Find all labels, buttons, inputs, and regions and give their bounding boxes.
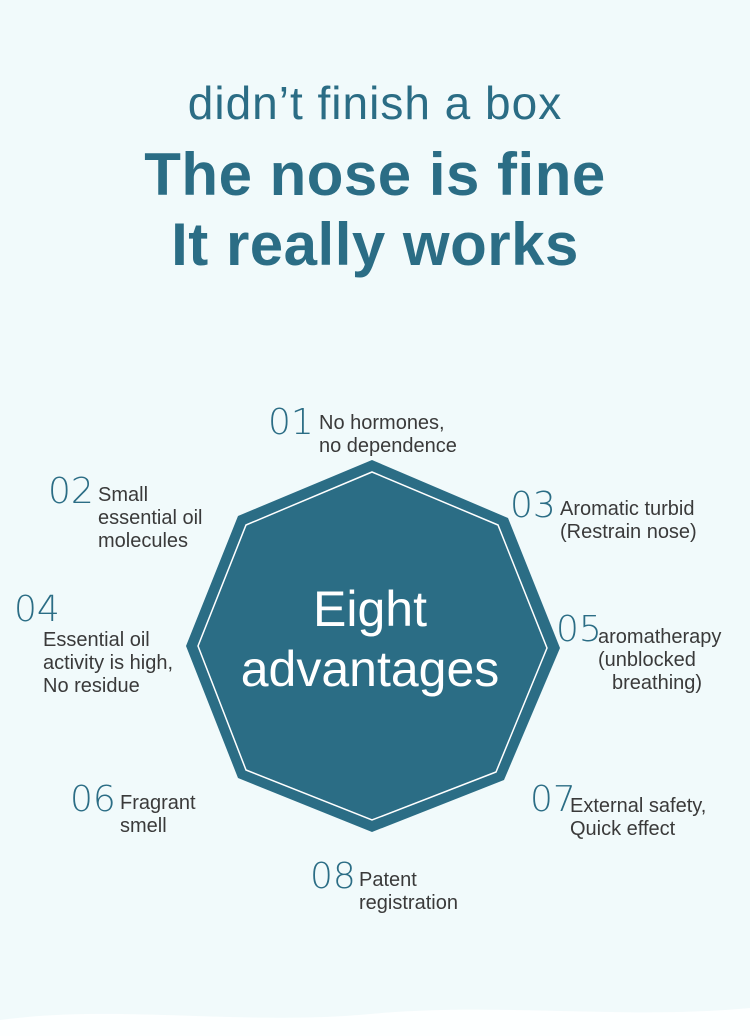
advantage-text-line2: no dependence [319,435,457,457]
advantage-text-line3: No residue [43,675,140,697]
headline-subtitle: didn’t finish a box [187,77,563,129]
advantage-text-line1: Patent [359,869,417,891]
advantage-text-line2: Quick effect [570,818,676,840]
bottom-wave-decoration [0,1008,750,1036]
advantage-text-line3: molecules [98,530,189,552]
advantage-text-line2: smell [120,815,167,837]
center-title-line2: advantages [240,641,500,697]
advantage-text-line3: breathing) [612,672,703,694]
advantage-text-line2: registration [359,892,458,914]
advantage-text-line1: Fragrant [120,792,196,814]
advantage-number: 07 [530,779,576,820]
advantage-text-line2: activity is high, [43,652,174,674]
advantage-number: 04 [14,589,60,630]
advantage-text-line2: (unblocked [598,649,696,671]
advantage-text-line2: (Restrain nose) [560,521,697,543]
advantage-text-line2: essential oil [98,507,203,529]
advantage-number: 05 [556,609,602,650]
advantage-number: 02 [48,471,94,512]
headline-title-line1: The nose is fine [144,141,606,208]
advantage-text-line1: Essential oil [43,629,150,651]
advantage-text-line1: aromatherapy [598,626,722,648]
advantage-text-line1: Small [98,484,149,506]
advantage-text-line1: No hormones, [319,412,445,434]
octagon-outer [186,460,560,832]
advantage-number: 08 [310,856,356,897]
advantage-text-line1: External safety, [570,795,707,817]
advantage-text-line1: Aromatic turbid [560,498,695,520]
advantage-number: 03 [510,485,556,526]
advantage-number: 01 [268,402,314,443]
center-title-line1: Eight [313,581,427,637]
advantage-number: 06 [70,779,116,820]
octagon-inner-outline [197,471,548,821]
headline-title-line2: It really works [171,211,579,278]
